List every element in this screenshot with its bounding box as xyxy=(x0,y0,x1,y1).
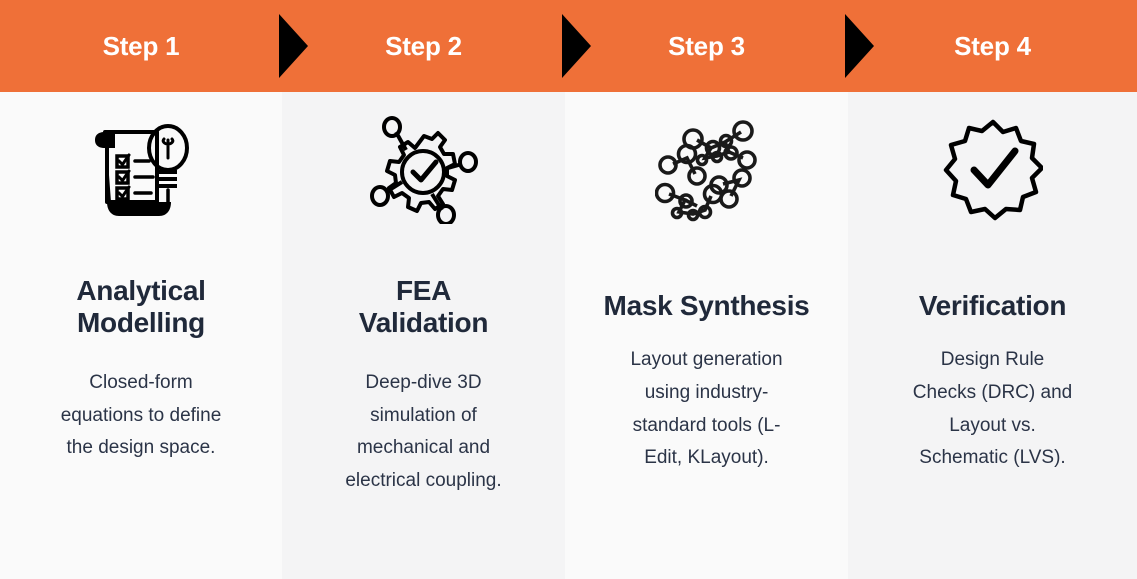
card-body-3: Layout generation using industry- standa… xyxy=(630,349,783,469)
header-cell-step-2: Step 2 xyxy=(282,0,565,92)
step-label-3: Step 3 xyxy=(668,31,745,61)
card-title-1: Analytical Modelling xyxy=(76,275,206,339)
arrow-right-icon-3 xyxy=(845,14,874,78)
card-body-4: Design Rule Checks (DRC) and Layout vs. … xyxy=(912,349,1073,469)
steps-header-band: Step 1 Step 2 Step 3 Step 4 xyxy=(0,0,1137,92)
molecular-network-nodes-icon xyxy=(654,92,759,247)
card-title-3: Mask Synthesis xyxy=(603,290,810,321)
card-title-4: Verification xyxy=(918,290,1067,321)
scroll-checklist-lightbulb-icon xyxy=(85,92,197,247)
header-cell-step-1: Step 1 xyxy=(0,0,282,92)
arrow-right-icon-1 xyxy=(279,14,308,78)
starburst-badge-checkmark-icon xyxy=(943,92,1043,247)
step-column-2: FEA Validation Deep-dive 3D simulation o… xyxy=(282,92,565,579)
card-body-2: Deep-dive 3D simulation of mechanical an… xyxy=(345,371,502,491)
card-body-1: Closed-form equations to define the desi… xyxy=(60,371,222,459)
step-column-3: Mask Synthesis Layout generation using i… xyxy=(565,92,848,579)
arrow-right-icon-2 xyxy=(562,14,591,78)
step-label-1: Step 1 xyxy=(102,31,180,61)
step-label-2: Step 2 xyxy=(385,31,462,61)
step-label-4: Step 4 xyxy=(954,31,1031,61)
step-column-4: Verification Design Rule Checks (DRC) an… xyxy=(848,92,1137,579)
step-column-1: Analytical Modelling Closed-form equatio… xyxy=(0,92,282,579)
card-title-2: FEA Validation xyxy=(358,275,489,339)
header-cell-step-3: Step 3 xyxy=(565,0,848,92)
gear-checkmark-network-icon xyxy=(369,92,478,247)
steps-columns: Analytical Modelling Closed-form equatio… xyxy=(0,92,1137,579)
header-cell-step-4: Step 4 xyxy=(848,0,1137,92)
